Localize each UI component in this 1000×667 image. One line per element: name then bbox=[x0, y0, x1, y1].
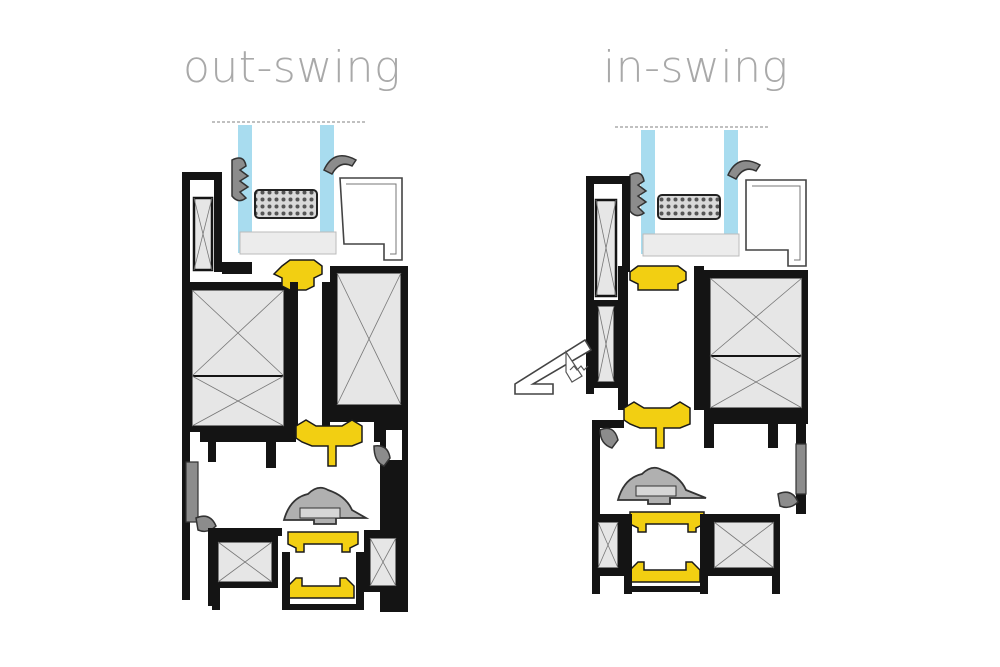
setting-block bbox=[642, 233, 740, 257]
outer-frame-profile bbox=[586, 176, 630, 394]
glass-pane-outer bbox=[641, 130, 655, 254]
thermal-break-middle bbox=[623, 401, 691, 449]
seal-gasket-icon bbox=[195, 515, 217, 533]
out-swing-section bbox=[182, 121, 408, 612]
thermal-break-lower-1 bbox=[287, 531, 359, 553]
frame-gasket-icon bbox=[185, 461, 199, 523]
glazing-gasket-icon bbox=[629, 172, 648, 217]
insulation-right bbox=[709, 277, 803, 409]
glazing-bead-gasket-icon bbox=[727, 160, 762, 180]
thermal-break-lower-2 bbox=[287, 577, 355, 599]
frame-rail-middle bbox=[592, 420, 624, 516]
thermal-break-upper bbox=[272, 259, 323, 291]
thermal-break-lower-1 bbox=[629, 511, 705, 533]
out-swing-title: out-swing bbox=[183, 42, 401, 93]
setting-block bbox=[239, 231, 337, 255]
glass-pane-inner bbox=[724, 130, 738, 254]
glazing-gasket-icon bbox=[231, 157, 250, 202]
in-swing-title: in-swing bbox=[603, 42, 789, 93]
glass-pane-inner bbox=[320, 125, 334, 253]
sash-gasket-icon bbox=[599, 427, 619, 449]
thermal-break-lower-2 bbox=[629, 561, 701, 583]
thermal-break-middle bbox=[295, 419, 363, 467]
center-fin-seal-icon bbox=[282, 486, 370, 525]
insulation-left bbox=[191, 289, 285, 427]
frame-gasket-icon bbox=[795, 443, 807, 495]
glass-spacer bbox=[657, 194, 721, 220]
thermal-break-upper bbox=[629, 265, 687, 291]
glass-spacer bbox=[254, 189, 318, 219]
glazing-bead-gasket-icon bbox=[323, 155, 358, 175]
sill-drip-profile bbox=[514, 338, 593, 395]
seal-gasket-icon bbox=[777, 491, 799, 509]
frame-rail-middle bbox=[200, 432, 296, 468]
in-swing-section bbox=[514, 126, 808, 594]
sash-gasket-icon bbox=[373, 445, 391, 467]
glazing-bead bbox=[339, 177, 403, 261]
glazing-bead bbox=[745, 179, 807, 267]
